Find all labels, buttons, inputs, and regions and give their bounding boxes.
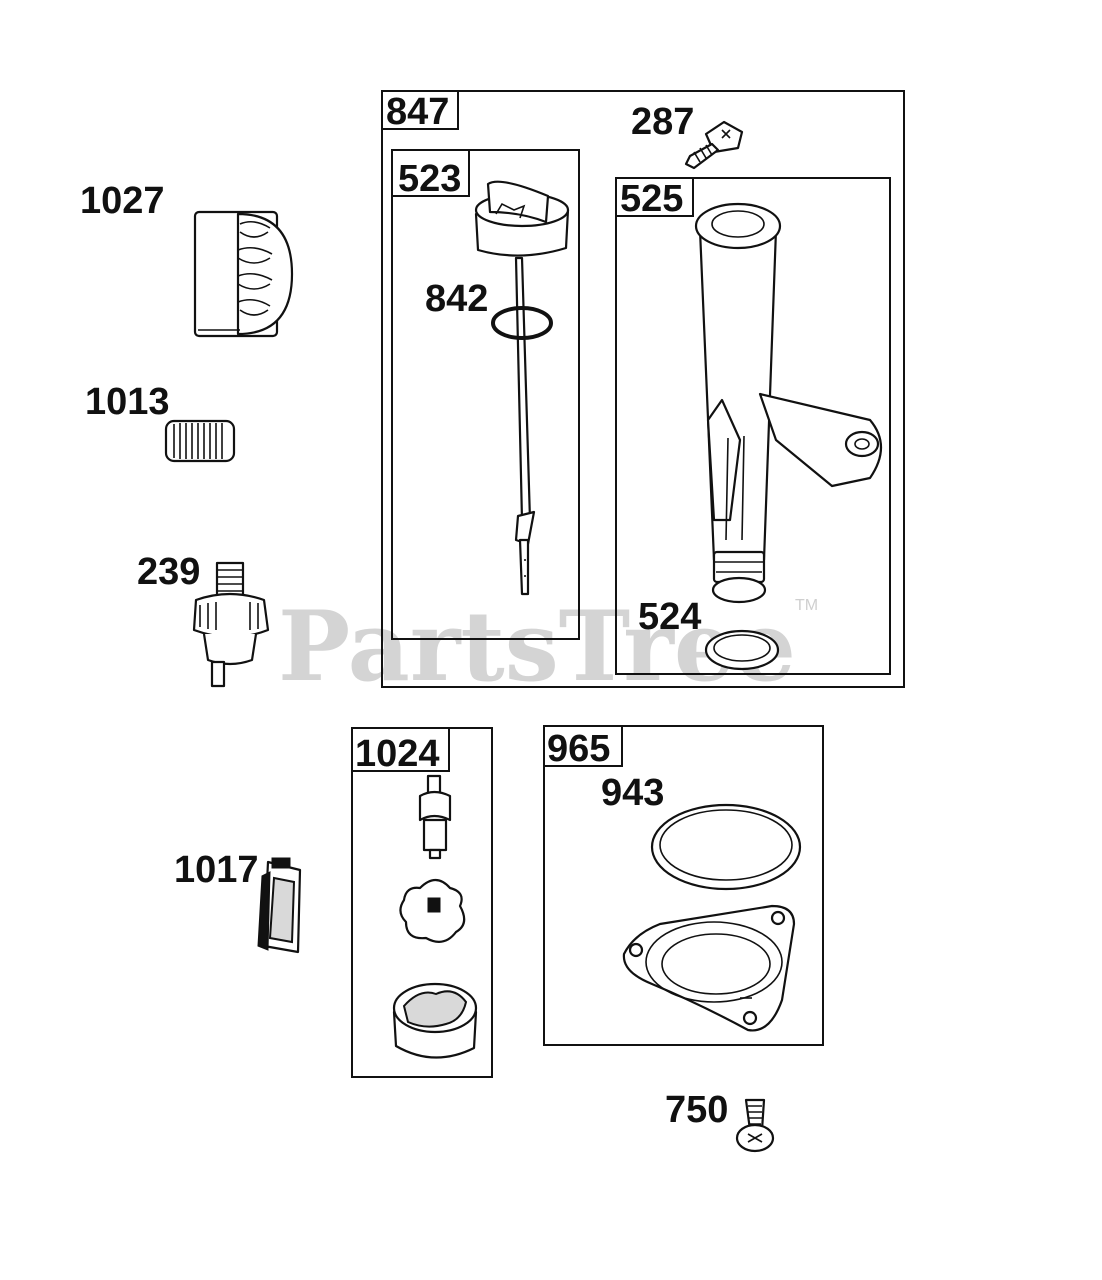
oil-filter-icon bbox=[193, 210, 294, 338]
label-287[interactable]: 287 bbox=[631, 101, 694, 143]
group-box-523: 523 bbox=[391, 149, 580, 640]
label-523[interactable]: 523 bbox=[398, 158, 461, 200]
group-box-525: 525 bbox=[615, 177, 891, 675]
cover-plate-icon bbox=[622, 904, 796, 1032]
fuel-filter-icon bbox=[164, 419, 236, 463]
gasket-943-icon bbox=[650, 803, 802, 891]
label-239[interactable]: 239 bbox=[137, 551, 200, 593]
label-943[interactable]: 943 bbox=[601, 772, 664, 814]
label-965[interactable]: 965 bbox=[547, 728, 610, 770]
label-1027[interactable]: 1027 bbox=[80, 180, 165, 222]
screw-750-icon bbox=[735, 1098, 775, 1153]
label-1024[interactable]: 1024 bbox=[355, 733, 440, 775]
dipstick-tube-icon bbox=[694, 202, 882, 604]
label-1013[interactable]: 1013 bbox=[85, 381, 170, 423]
label-842[interactable]: 842 bbox=[425, 278, 488, 320]
oil-pump-icon bbox=[392, 774, 478, 1059]
group-box-1024: 1024 bbox=[351, 727, 493, 1078]
group-box-965: 965 bbox=[543, 725, 824, 1046]
watermark-trademark: TM bbox=[795, 597, 818, 614]
group-box-847: 847 bbox=[381, 90, 905, 688]
label-1017[interactable]: 1017 bbox=[174, 849, 259, 891]
screw-287-icon bbox=[684, 120, 744, 170]
label-847[interactable]: 847 bbox=[386, 91, 449, 133]
o-ring-524-icon bbox=[704, 629, 780, 671]
rocker-switch-icon bbox=[257, 857, 302, 954]
label-524[interactable]: 524 bbox=[638, 596, 701, 638]
o-ring-842-icon bbox=[491, 306, 553, 340]
label-525[interactable]: 525 bbox=[620, 178, 683, 220]
dipstick-icon bbox=[474, 180, 570, 596]
label-750[interactable]: 750 bbox=[665, 1089, 728, 1131]
pressure-switch-icon bbox=[192, 561, 270, 688]
